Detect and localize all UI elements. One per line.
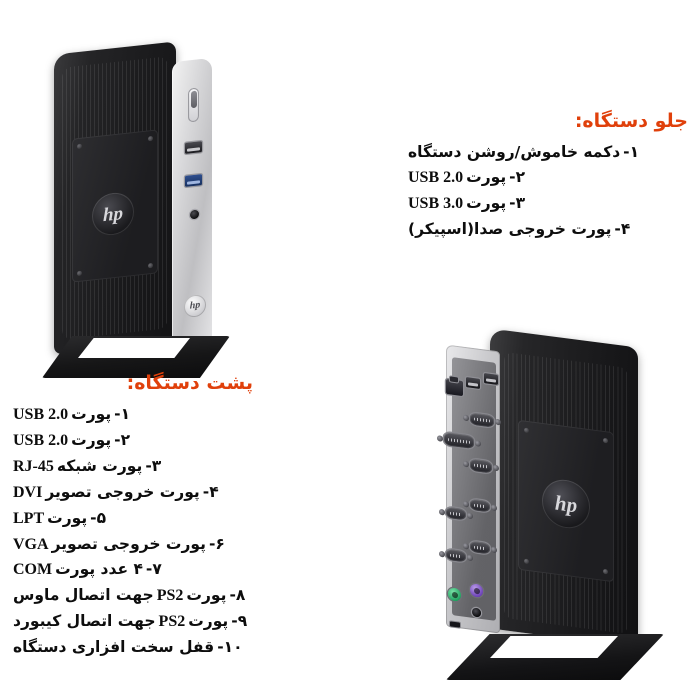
item-number: ۴-: [202, 482, 219, 501]
screw-icon: [77, 270, 82, 277]
item-number: ۳-: [145, 456, 162, 475]
list-item: ۷- ۴ عدد پورت COM: [13, 557, 253, 583]
screw-icon: [524, 558, 529, 565]
usb-2-port-back-1: [484, 373, 498, 385]
item-text-2: جهت اتصال کیبورد: [13, 612, 156, 631]
item-number: ۲-: [509, 168, 526, 187]
item-number: ۱۰-: [217, 638, 243, 657]
stand-notch: [78, 338, 190, 358]
screw-icon: [148, 262, 153, 269]
item-text: پورت خروجی تصویر: [51, 534, 206, 553]
item-latin: USB 2.0: [13, 406, 69, 423]
screw-icon: [603, 437, 608, 444]
list-item: ۹- پورت PS2 جهت اتصال کیبورد: [13, 609, 253, 635]
front-legend-title: جلو دستگاه:: [574, 110, 688, 132]
screw-icon: [77, 143, 82, 150]
item-text: پورت شبکه: [56, 456, 143, 475]
list-item: ۲- پورت USB 2.0: [408, 165, 688, 191]
item-text-2: جهت اتصال ماوس: [13, 586, 154, 605]
item-latin: PS2: [158, 613, 186, 631]
stand-notch: [490, 636, 618, 658]
power-button[interactable]: [188, 87, 199, 123]
hardware-lock-port: [472, 607, 481, 618]
back-legend: پشت دستگاه: ۱- پورت USB 2.0 ۲- پورت USB …: [13, 374, 253, 660]
hp-logo-text: hp: [102, 202, 124, 226]
device-front-view: hp hp: [36, 38, 246, 378]
item-latin: COM: [13, 561, 53, 579]
screw-icon: [524, 427, 529, 434]
item-latin: DVI: [13, 483, 43, 501]
list-item: ۱- دکمه خاموش/روشن دستگاه: [408, 140, 688, 165]
list-item: ۱- پورت USB 2.0: [13, 402, 253, 428]
usb-2-port-back-2: [466, 377, 480, 389]
item-text: قفل سخت افزاری دستگاه: [13, 638, 215, 657]
io-panel-inner: [452, 357, 496, 621]
item-number: ۱-: [114, 405, 131, 423]
item-number: ۷-: [145, 560, 162, 579]
item-number: ۱-: [623, 143, 640, 161]
usb-2-port-front: [185, 141, 202, 154]
item-text: پورت: [466, 168, 507, 187]
item-text: پورت: [186, 586, 227, 605]
item-text: پورت خروجی صدا(اسپیکر): [408, 219, 612, 238]
item-text: پورت: [188, 612, 229, 631]
usb-3-port-front: [185, 174, 202, 187]
item-text: پورت: [71, 405, 112, 423]
item-text: پورت: [466, 194, 507, 213]
front-legend-list: ۱- دکمه خاموش/روشن دستگاه ۲- پورت USB 2.…: [408, 140, 688, 242]
item-text: ۴ عدد پورت: [55, 560, 143, 579]
list-item: ۳- پورت شبکه RJ-45: [13, 454, 253, 480]
list-item: ۳- پورت USB 3.0: [408, 191, 688, 217]
screw-icon: [603, 568, 608, 575]
item-number: ۵-: [90, 508, 107, 527]
list-item: ۲- پورت USB 2.0: [13, 428, 253, 454]
item-number: ۳-: [509, 194, 526, 213]
front-legend: جلو دستگاه: ۱- دکمه خاموش/روشن دستگاه ۲-…: [408, 112, 688, 242]
rj45-network-port: [446, 378, 463, 397]
list-item: ۴- پورت خروجی تصویر DVI: [13, 480, 253, 506]
back-legend-list: ۱- پورت USB 2.0 ۲- پورت USB 2.0 ۳- پورت …: [13, 402, 253, 660]
hp-logo-text: hp: [554, 490, 578, 517]
item-number: ۶-: [208, 534, 225, 553]
item-text: پورت: [71, 430, 112, 449]
list-item: ۸- پورت PS2 جهت اتصال ماوس: [13, 583, 253, 609]
item-latin: USB 2.0: [13, 431, 69, 449]
item-number: ۸-: [229, 586, 246, 605]
item-number: ۴-: [614, 219, 631, 238]
hp-logo-text: hp: [189, 299, 201, 312]
device-back-view: hp: [432, 328, 700, 680]
item-number: ۹-: [231, 612, 248, 631]
item-latin: VGA: [13, 535, 49, 553]
item-text: دکمه خاموش/روشن دستگاه: [408, 143, 621, 161]
item-latin: LPT: [13, 509, 45, 527]
screw-icon: [148, 135, 153, 142]
list-item: ۶- پورت خروجی تصویر VGA: [13, 532, 253, 558]
list-item: ۱۰- قفل سخت افزاری دستگاه: [13, 635, 253, 660]
item-latin: RJ-45: [13, 457, 54, 475]
item-number: ۲-: [114, 430, 131, 449]
item-latin: PS2: [156, 587, 184, 605]
list-item: ۵- پورت LPT: [13, 506, 253, 532]
list-item: ۴- پورت خروجی صدا(اسپیکر): [408, 217, 688, 242]
item-latin: USB 2.0: [408, 169, 464, 187]
item-text: پورت خروجی تصویر: [45, 482, 200, 501]
item-latin: USB 3.0: [408, 195, 464, 213]
back-legend-title: پشت دستگاه:: [126, 372, 253, 394]
item-text: پورت: [47, 508, 88, 527]
